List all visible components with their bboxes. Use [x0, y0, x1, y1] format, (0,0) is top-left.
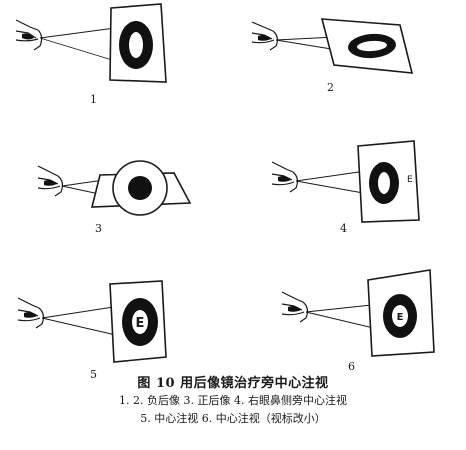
ring-center-2 [357, 40, 387, 52]
panel-6: E [281, 269, 435, 357]
eye-profile-5 [17, 297, 45, 329]
caption-title: 图 10 用后像镜治疗旁中心注视 [137, 376, 329, 391]
sight-lines-6 [305, 303, 383, 331]
panel-1 [15, 3, 167, 83]
sight-lines-1 [39, 27, 123, 64]
eye-profile-1 [15, 19, 43, 51]
target-letter-5: E [136, 316, 145, 331]
eye-profile-3 [37, 165, 64, 197]
sight-lines-5 [41, 305, 121, 337]
panel-2-label: 2 [327, 81, 334, 94]
panel-5-label: 5 [90, 368, 97, 381]
panel-2 [251, 18, 414, 74]
ring-center-6 [392, 305, 408, 327]
target-letter-6: E [397, 312, 404, 323]
caption-line-2: 5. 中心注视 6. 中心注视（视标改小） [140, 412, 326, 425]
panel-3 [37, 160, 192, 216]
panel-4-label: 4 [340, 222, 347, 235]
panel-1-label: 1 [90, 93, 97, 106]
ring-center-1 [129, 32, 143, 58]
caption-line-1: 1. 2. 负后像 3. 正后像 4. 右眼鼻侧旁中心注视 [119, 394, 347, 407]
eye-profile-2 [251, 21, 279, 51]
eye-profile-4 [271, 161, 299, 193]
panel-3-label: 3 [95, 222, 102, 235]
panel-6-label: 6 [348, 360, 355, 373]
target-letter-4: E [407, 175, 413, 185]
ring-center-5 [132, 310, 148, 334]
ring-center-4 [378, 172, 390, 194]
eye-profile-6 [281, 291, 309, 323]
panel-5: E [17, 280, 167, 363]
panel-4: E [271, 140, 420, 223]
disc-afterimage-3 [128, 176, 152, 200]
